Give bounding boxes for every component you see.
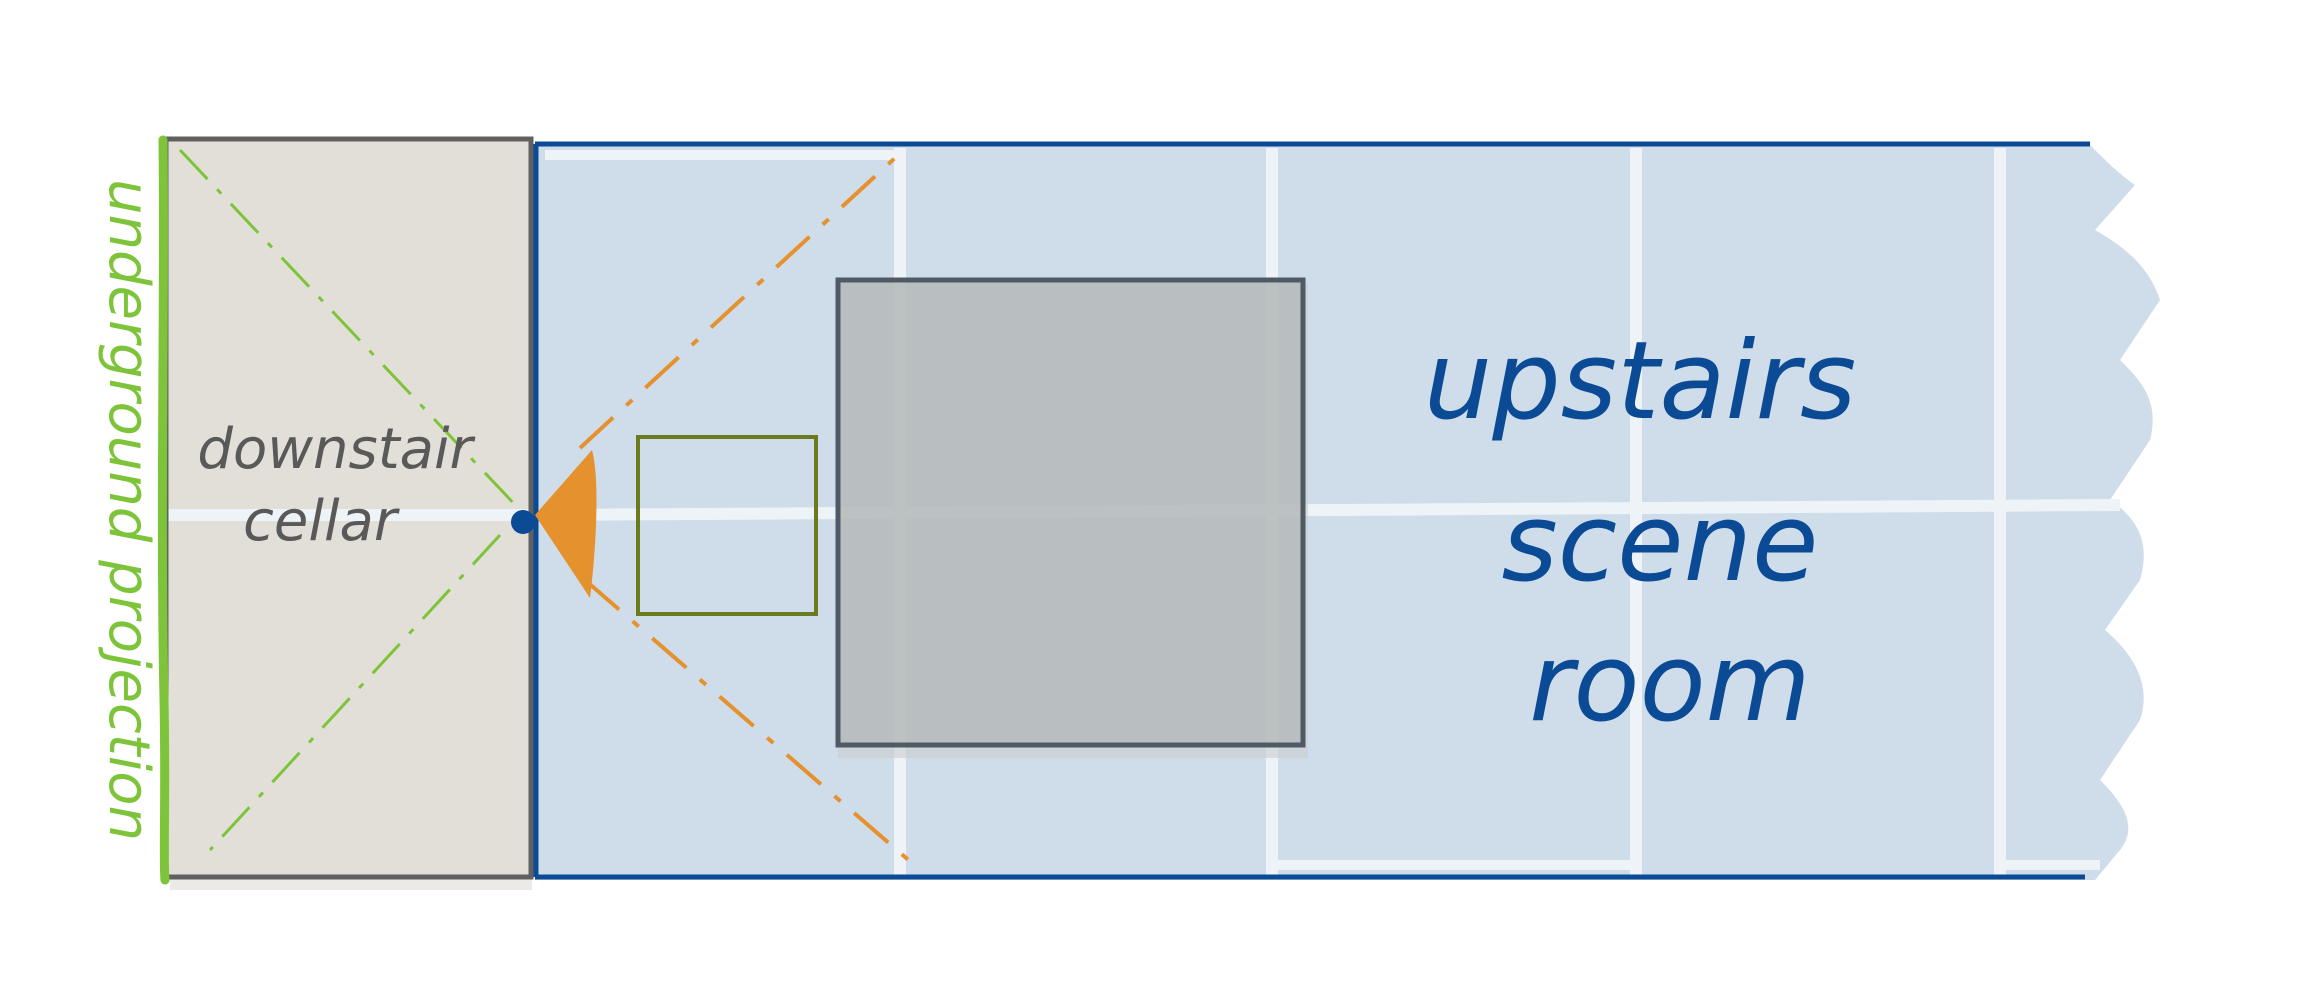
upstairs-label: upstairs scene room: [1424, 319, 1856, 746]
upstairs-label-line-2: scene: [1502, 481, 1819, 606]
cellar-label-line-2: cellar: [243, 489, 400, 554]
camera-point: [511, 510, 535, 534]
projection-plane-line: [157, 135, 170, 885]
projection-rays: [178, 148, 522, 852]
downstairs-cellar: [163, 136, 534, 890]
frustum-near-cone: [535, 450, 597, 598]
upstairs-label-line-3: room: [1529, 621, 1811, 746]
upstairs-room: [533, 141, 2160, 880]
upstairs-label-line-1: upstairs: [1424, 319, 1856, 444]
camera-frustum: [535, 156, 922, 872]
small-object-box: [636, 435, 818, 616]
large-object-box: [835, 277, 1308, 758]
cellar-label-line-1: downstair: [197, 417, 475, 482]
cellar-box: [166, 139, 531, 877]
cellar-label: downstair cellar: [197, 417, 475, 554]
projection-label: underground projection: [96, 179, 161, 841]
